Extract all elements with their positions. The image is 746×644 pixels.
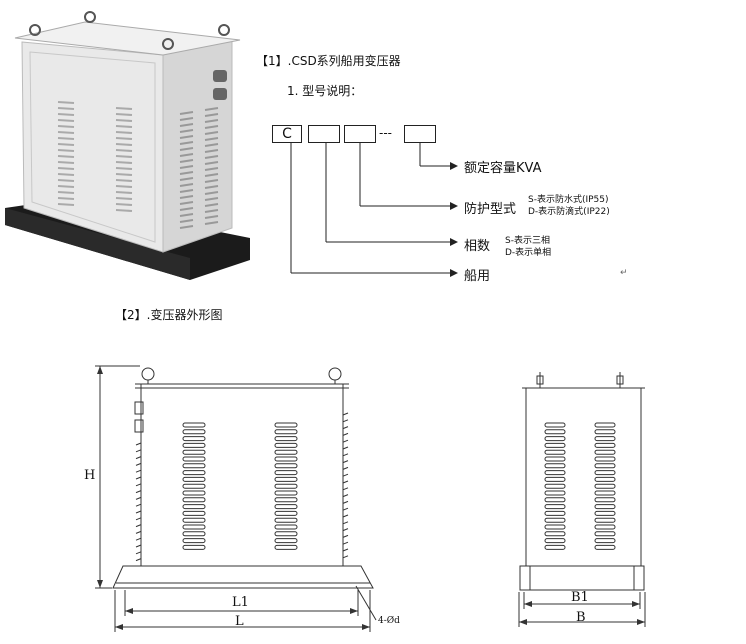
dim-l: L bbox=[235, 614, 244, 629]
marine-label: 船用 bbox=[464, 269, 491, 284]
model-box-phase bbox=[308, 125, 340, 143]
section1-subheading: 1. 型号说明： bbox=[287, 84, 363, 98]
protection-s: S-表示防水式(IP55) bbox=[528, 195, 609, 205]
model-box-c: C bbox=[272, 125, 302, 143]
dim-l1: L1 bbox=[232, 595, 249, 610]
dim-holes: 4-Ød bbox=[378, 616, 400, 626]
phase-d: D-表示单相 bbox=[505, 248, 552, 258]
protection-d: D-表示防滴式(IP22) bbox=[528, 207, 610, 217]
section2-heading: 【2】.变压器外形图 bbox=[115, 308, 223, 322]
phase-title: 相数 bbox=[464, 239, 491, 254]
phase-s: S-表示三相 bbox=[505, 236, 550, 246]
return-mark: ↵ bbox=[620, 268, 628, 278]
model-dashes: --- bbox=[379, 126, 392, 140]
rated-capacity-label: 额定容量KVA bbox=[464, 161, 542, 176]
dim-h: H bbox=[84, 468, 96, 483]
protection-title: 防护型式 bbox=[464, 202, 517, 217]
model-box-capacity bbox=[404, 125, 436, 143]
model-box-protection bbox=[344, 125, 376, 143]
dim-b: B bbox=[576, 610, 586, 625]
section1-heading: 【1】.CSD系列船用变压器 bbox=[256, 54, 401, 68]
dim-b1: B1 bbox=[571, 590, 589, 605]
